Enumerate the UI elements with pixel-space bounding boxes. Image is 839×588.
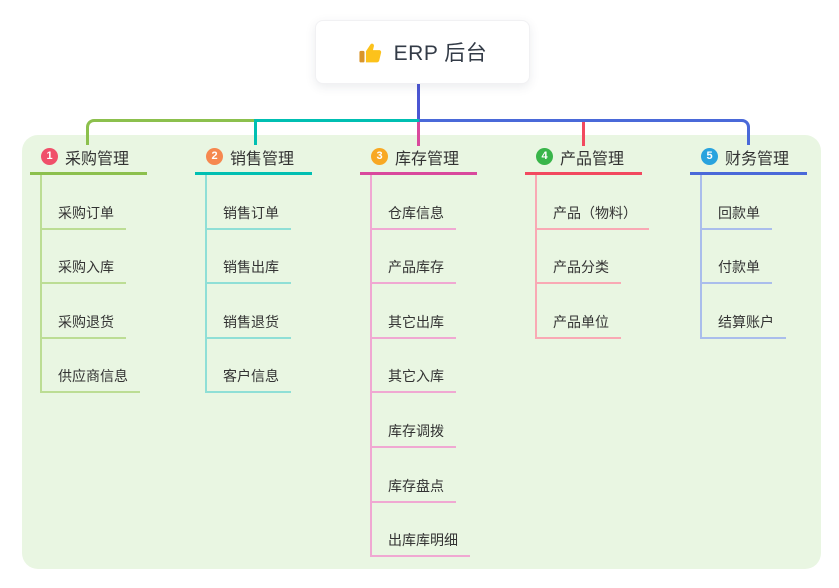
branch-header[interactable]: 2 销售管理 (195, 143, 312, 175)
branch-item-row: 采购退货 (40, 284, 192, 339)
branch-number-badge: 3 (371, 148, 388, 165)
branch-item[interactable]: 产品（物料） (535, 203, 649, 230)
connector-drop-branch-3 (417, 122, 420, 146)
branch-spine-line (700, 175, 702, 339)
branch-item-row: 其它出库 (370, 284, 522, 339)
branch-item-row: 付款单 (700, 230, 839, 285)
connector-segment-1 (86, 119, 254, 145)
thumbs-up-icon (359, 43, 381, 63)
branch-title: 销售管理 (230, 150, 295, 168)
branch-item-row: 销售出库 (205, 230, 357, 285)
branch-产品管理: 4 产品管理 产品（物料） 产品分类产品单位 (525, 143, 687, 339)
branch-item-row: 仓库信息 (370, 175, 522, 230)
branch-财务管理: 5 财务管理 回款单付款单结算账户 (690, 143, 839, 339)
branch-item-row: 回款单 (700, 175, 839, 230)
branch-item-row: 销售订单 (205, 175, 357, 230)
branch-spine-line (205, 175, 207, 394)
branch-item[interactable]: 销售出库 (205, 257, 291, 285)
root-connector-line (417, 82, 420, 121)
branch-item[interactable]: 仓库信息 (370, 203, 456, 230)
branch-children: 采购订单采购入库采购退货供应商信息 (40, 175, 192, 394)
branch-item[interactable]: 销售订单 (205, 203, 291, 230)
branch-spine-line (535, 175, 537, 339)
branch-title: 产品管理 (560, 150, 625, 168)
branch-number-badge: 1 (41, 148, 58, 165)
branch-item-row: 采购订单 (40, 175, 192, 230)
branch-item[interactable]: 销售退货 (205, 312, 291, 339)
branch-title: 财务管理 (725, 150, 790, 168)
branch-item-row: 结算账户 (700, 284, 839, 339)
root-node[interactable]: ERP 后台 (315, 20, 530, 84)
branch-item-row: 库存调拨 (370, 393, 522, 448)
connector-segment-2 (254, 119, 419, 145)
branch-header[interactable]: 3 库存管理 (360, 143, 477, 175)
branch-spine-line (370, 175, 372, 558)
connector-segment-3 (419, 119, 750, 145)
branch-children: 回款单付款单结算账户 (700, 175, 839, 339)
branch-number-badge: 2 (206, 148, 223, 165)
branch-item-row: 产品（物料） (535, 175, 687, 230)
branch-header[interactable]: 5 财务管理 (690, 143, 807, 175)
branch-库存管理: 3 库存管理 仓库信息产品库存其它出库其它入库库存调拨库存盘点出库库明细 (360, 143, 522, 558)
branch-item[interactable]: 客户信息 (205, 366, 291, 394)
branch-采购管理: 1 采购管理 采购订单采购入库采购退货供应商信息 (30, 143, 192, 394)
branch-item-row: 销售退货 (205, 284, 357, 339)
branch-item[interactable]: 结算账户 (700, 312, 786, 339)
branch-item-row: 产品库存 (370, 230, 522, 285)
branch-item[interactable]: 出库库明细 (370, 530, 470, 558)
branch-item-row: 产品分类 (535, 230, 687, 285)
branch-item-row: 库存盘点 (370, 448, 522, 503)
branch-item[interactable]: 采购退货 (40, 312, 126, 339)
branch-item[interactable]: 其它出库 (370, 312, 456, 339)
branch-item-row: 采购入库 (40, 230, 192, 285)
branch-children: 销售订单销售出库销售退货客户信息 (205, 175, 357, 394)
branch-item[interactable]: 库存盘点 (370, 476, 456, 503)
branch-title: 采购管理 (65, 150, 130, 168)
branch-item-row: 出库库明细 (370, 503, 522, 558)
branch-children: 仓库信息产品库存其它出库其它入库库存调拨库存盘点出库库明细 (370, 175, 522, 558)
branch-header[interactable]: 4 产品管理 (525, 143, 642, 175)
branch-item[interactable]: 产品单位 (535, 312, 621, 339)
branch-number-badge: 4 (536, 148, 553, 165)
branches-panel (22, 135, 821, 569)
root-title: ERP 后台 (393, 42, 488, 65)
branch-销售管理: 2 销售管理 销售订单销售出库销售退货客户信息 (195, 143, 357, 394)
branch-children: 产品（物料） 产品分类产品单位 (535, 175, 687, 339)
branch-item[interactable]: 付款单 (700, 257, 772, 285)
branch-item[interactable]: 产品库存 (370, 257, 456, 285)
branch-item[interactable]: 采购订单 (40, 203, 126, 230)
branch-item-row: 供应商信息 (40, 339, 192, 394)
connector-drop-branch-4 (582, 122, 585, 146)
branch-item[interactable]: 其它入库 (370, 366, 456, 394)
branch-item[interactable]: 回款单 (700, 203, 772, 230)
branch-item[interactable]: 产品分类 (535, 257, 621, 285)
branch-item[interactable]: 供应商信息 (40, 366, 140, 394)
branch-spine-line (40, 175, 42, 394)
branch-item-row: 其它入库 (370, 339, 522, 394)
branch-header[interactable]: 1 采购管理 (30, 143, 147, 175)
branch-number-badge: 5 (701, 148, 718, 165)
branch-title: 库存管理 (395, 150, 460, 168)
branch-item[interactable]: 采购入库 (40, 257, 126, 285)
branch-item[interactable]: 库存调拨 (370, 421, 456, 448)
branch-item-row: 客户信息 (205, 339, 357, 394)
branch-item-row: 产品单位 (535, 284, 687, 339)
